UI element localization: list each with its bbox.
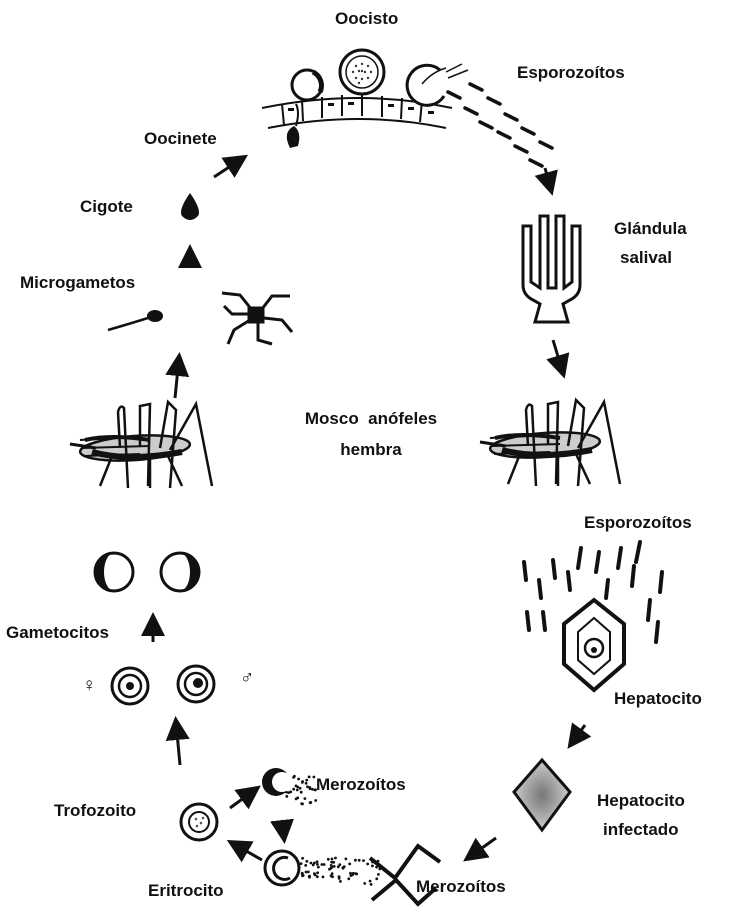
label-microgametos: Microgametos <box>20 272 135 293</box>
mature-oocyst-icon <box>340 50 384 94</box>
gametocyte-left-icon <box>95 553 133 591</box>
label-merozoitos-lower: Merozoítos <box>416 876 506 897</box>
label-eritrocito: Eritrocito <box>148 880 224 901</box>
label-glandula-salival: Glándula salival <box>614 218 687 269</box>
infected-hepatocyte-icon <box>514 760 570 830</box>
erythrocyte-icon <box>265 851 299 885</box>
label-gametocitos: Gametocitos <box>6 622 109 643</box>
label-esporozoitos-top: Esporozoítos <box>517 62 625 83</box>
arrow-erythrocyte-to-trophozoite <box>232 843 262 860</box>
gametocyte-right-icon <box>161 553 199 591</box>
arrow-trophozoite-to-gametocytes <box>176 722 180 765</box>
arrow-gametes-to-cigote <box>175 358 179 398</box>
label-oocinete: Oocinete <box>144 128 217 149</box>
early-oocyst-icon <box>292 70 322 100</box>
microgamete-icon <box>108 310 163 330</box>
label-oocisto: Oocisto <box>335 8 398 29</box>
label-mosco-anofeles-hembra: Mosco anófeles hembra <box>282 408 460 461</box>
hepatocyte-icon <box>564 600 624 690</box>
label-cigote: Cigote <box>80 196 133 217</box>
label-esporozoitos-bottom: Esporozoítos <box>584 512 692 533</box>
label-hepatocito-infectado: Hepatocito infectado <box>597 790 685 841</box>
zygote-icon <box>181 193 199 220</box>
male-symbol: ♂ <box>240 666 254 690</box>
arrow-trophozoite-to-merozoite <box>230 789 256 808</box>
merozoite-dots-lower <box>300 857 381 886</box>
label-glandula-line1: Glándula <box>614 218 687 239</box>
label-merozoitos-upper: Merozoítos <box>316 774 406 795</box>
male-gametocyte-ring-icon <box>178 666 214 702</box>
arrow-oocinete-to-oocisto <box>214 158 243 177</box>
label-hepatocito-inf-line2: infectado <box>597 819 685 840</box>
female-symbol: ♀ <box>82 674 96 698</box>
arrow-gland-to-mosquito <box>553 340 563 373</box>
arrow-sporozoites-to-gland <box>545 168 551 190</box>
label-mosco-line1: Mosco anófeles <box>282 408 460 429</box>
trophozoite-icon <box>181 804 217 840</box>
arrow-merozoite-to-erythrocyte <box>282 820 284 838</box>
label-trofozoito: Trofozoito <box>54 800 136 821</box>
label-glandula-line2: salival <box>614 247 687 268</box>
female-gametocyte-ring-icon <box>112 668 148 704</box>
label-mosco-line2: hembra <box>282 439 460 460</box>
label-hepatocito: Hepatocito <box>614 688 702 709</box>
arrow-hepatocyte-to-infected <box>571 725 585 744</box>
mosquito-right-icon <box>480 400 620 486</box>
label-hepatocito-inf-line1: Hepatocito <box>597 790 685 811</box>
mosquito-left-icon <box>70 402 212 488</box>
released-sporozoites-icon <box>448 84 552 166</box>
salivary-gland-icon <box>523 216 580 322</box>
exflagellation-icon <box>222 293 292 344</box>
arrow-infected-to-merozoites <box>468 838 496 858</box>
